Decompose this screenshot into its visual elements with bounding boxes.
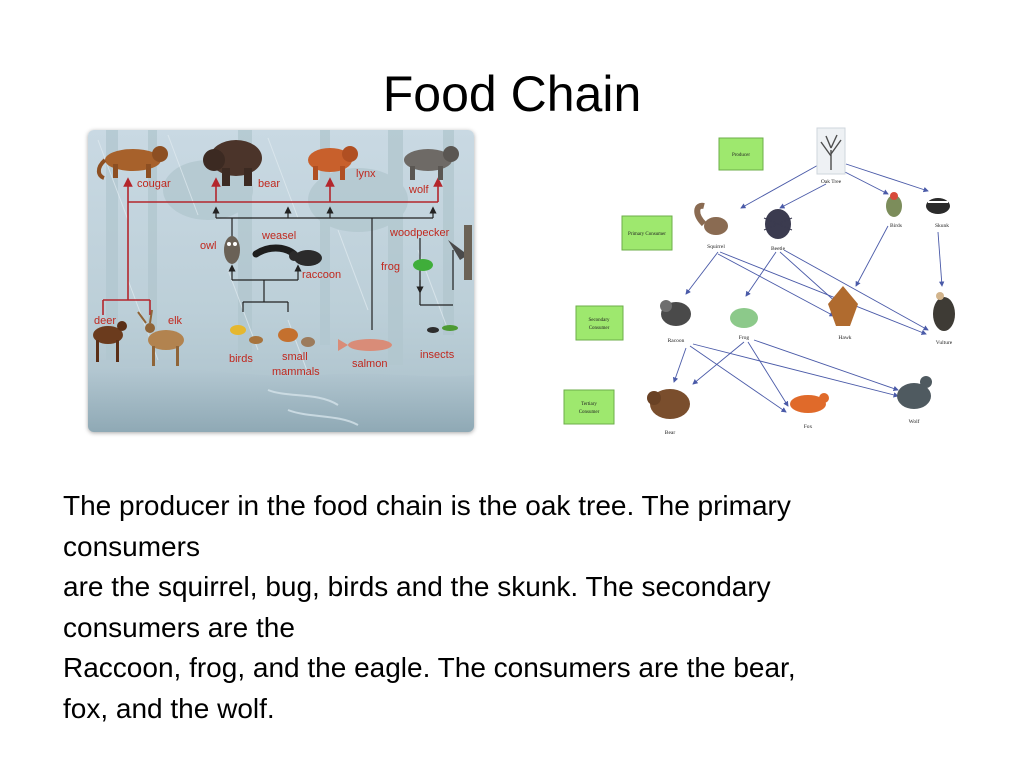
raccoon-node: Racoon <box>660 300 691 344</box>
caption-text: The producer in the food chain is the oa… <box>63 486 963 729</box>
birds-node: Birds <box>886 192 902 229</box>
frog-illustration <box>413 259 433 271</box>
small-mammals-illustration <box>278 328 315 347</box>
lynx-illustration <box>308 146 358 180</box>
label-frog: frog <box>381 261 400 273</box>
food-web-connectors <box>102 177 443 315</box>
label-fox: Fox <box>804 424 813 430</box>
bear-illustration <box>203 140 262 186</box>
woodpecker-illustration <box>448 225 472 280</box>
label-oak-tree: Oak Tree <box>821 179 842 185</box>
label-cougar: cougar <box>137 178 171 190</box>
bear-node: Bear <box>647 389 690 436</box>
beetle-node: Beetle <box>763 209 793 252</box>
secondary-box-label-2: Consumer <box>589 326 610 331</box>
label-beetle: Beetle <box>771 246 786 252</box>
producer-box-label: Producer <box>732 153 750 158</box>
forest-food-web-illustration: cougar bear lynx wolf owl weasel raccoon… <box>88 130 474 432</box>
stream <box>88 367 474 432</box>
cougar-illustration <box>96 146 168 180</box>
oak-tree-node: Oak Tree <box>816 127 846 185</box>
label-mammals: mammals <box>272 366 320 378</box>
level-box-primary-consumer: Primary Consumer <box>621 215 673 251</box>
label-wolf: Wolf <box>909 418 920 425</box>
label-lynx: lynx <box>356 168 376 180</box>
caption-line: are the squirrel, bug, birds and the sku… <box>63 571 771 602</box>
label-insects: insects <box>420 349 455 361</box>
label-bear: bear <box>258 178 280 190</box>
label-raccoon: raccoon <box>302 269 341 281</box>
label-birds: birds <box>229 353 253 365</box>
tertiary-box-label-2: Consumer <box>579 410 600 415</box>
caption-line: The producer in the food chain is the oa… <box>63 490 791 521</box>
label-owl: owl <box>200 240 217 252</box>
deer-illustration <box>93 321 127 362</box>
label-weasel: weasel <box>261 230 296 242</box>
insects-illustration <box>427 325 458 333</box>
elk-illustration <box>137 309 184 366</box>
label-vulture: Vulture <box>936 340 953 346</box>
label-skunk: Skunk <box>935 223 949 229</box>
vulture-node: Vulture <box>933 292 955 346</box>
level-box-producer: Producer <box>718 137 764 171</box>
caption-line: consumers are the <box>63 611 295 643</box>
birds-illustration <box>230 325 263 344</box>
label-wolf: wolf <box>408 184 430 196</box>
fox-node: Fox <box>790 393 829 430</box>
caption-line: Raccoon, frog, and the eagle. The consum… <box>63 652 796 683</box>
tertiary-box-label-1: Tertiary <box>581 402 597 407</box>
secondary-box-label-1: Secondary <box>588 318 610 323</box>
salmon-illustration <box>338 339 392 351</box>
raccoon-illustration <box>289 250 322 266</box>
skunk-node: Skunk <box>926 198 950 229</box>
hawk-node: Hawk <box>828 286 858 341</box>
wolf-node: Wolf <box>897 376 932 425</box>
slide-title: Food Chain <box>382 66 642 122</box>
squirrel-node: Squirrel <box>694 202 728 250</box>
label-bear: Bear <box>665 430 676 436</box>
label-squirrel: Squirrel <box>707 244 725 250</box>
caption-line: fox, and the wolf. <box>63 692 275 724</box>
label-raccoon: Racoon <box>668 338 685 344</box>
level-box-secondary-consumer: Secondary Consumer <box>575 305 624 341</box>
label-frog: Frog <box>739 335 750 341</box>
label-elk: elk <box>168 315 183 327</box>
food-web-arrows <box>672 163 945 413</box>
owl-illustration <box>224 236 240 264</box>
label-small: small <box>282 351 308 363</box>
label-woodpecker: woodpecker <box>389 227 450 239</box>
frog-node: Frog <box>730 308 758 341</box>
primary-consumer-box-label: Primary Consumer <box>628 232 666 237</box>
label-salmon: salmon <box>352 358 387 370</box>
label-hawk: Hawk <box>838 335 851 341</box>
level-box-tertiary-consumer: Tertiary Consumer <box>563 389 615 425</box>
wolf-illustration <box>404 146 459 180</box>
caption-line: consumers <box>63 530 200 562</box>
label-deer: deer <box>94 315 116 327</box>
label-birds: Birds <box>890 223 902 229</box>
trophic-level-food-web-diagram: Producer Primary Consumer Secondary Cons… <box>558 126 962 444</box>
